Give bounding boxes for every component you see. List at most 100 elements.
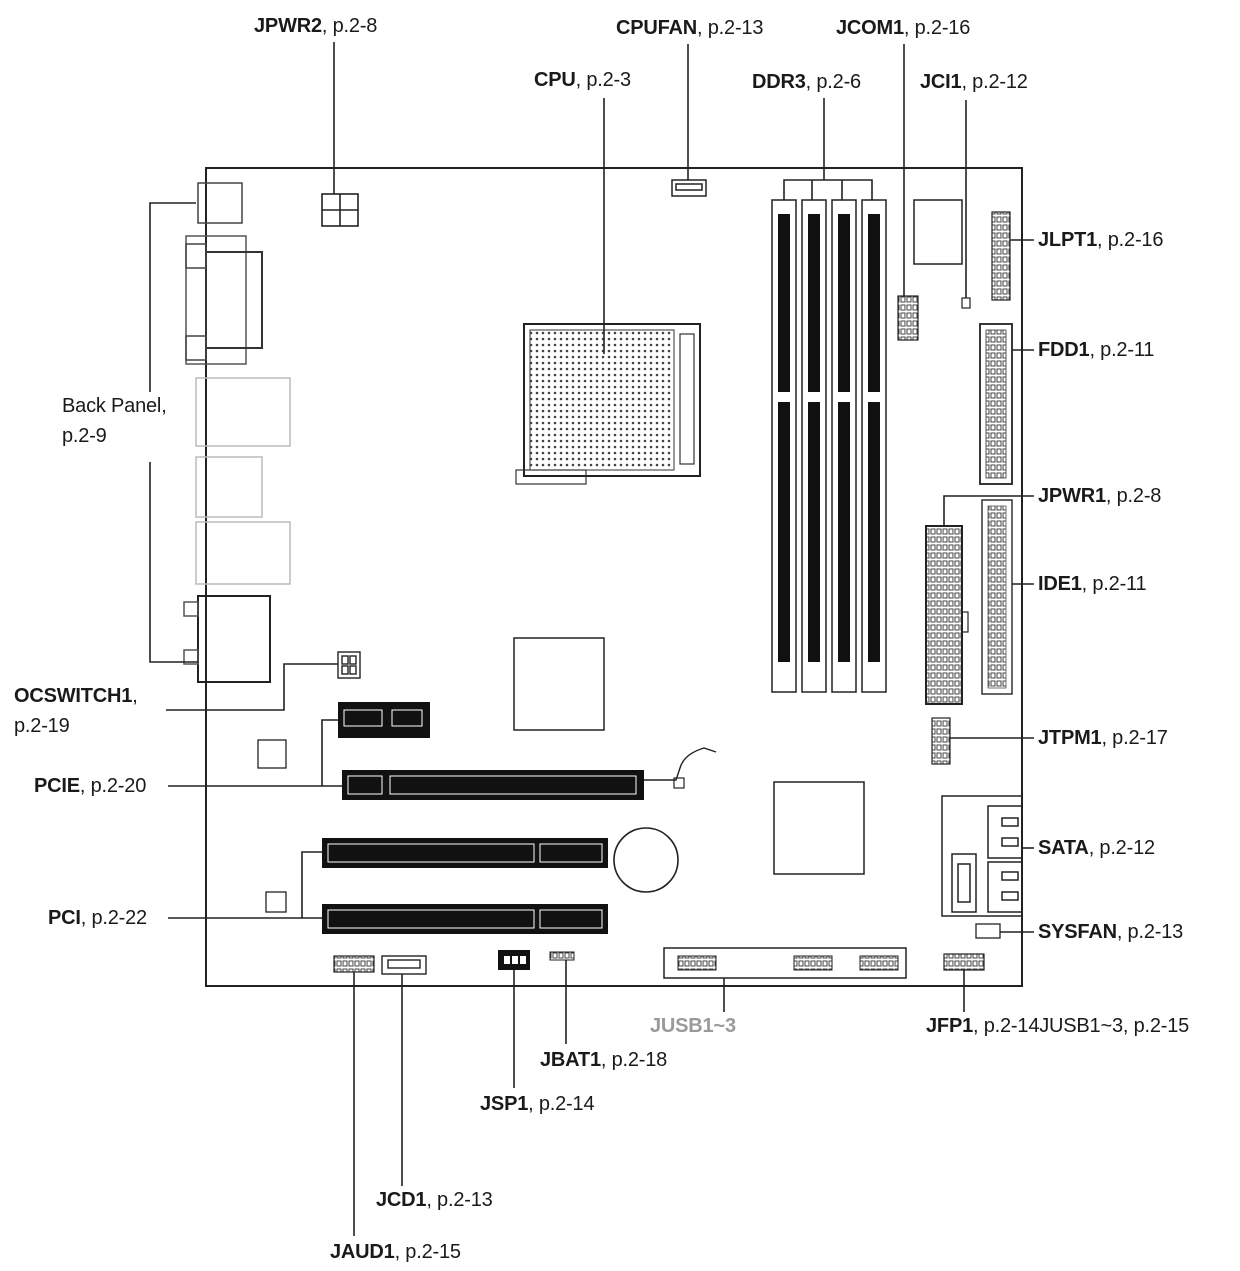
- jcom1-label: JCOM1, p.2-16: [836, 16, 970, 40]
- jtpm1-header: [931, 717, 951, 765]
- label-page: , p.2-15: [394, 1241, 461, 1263]
- jpwr2-label: JPWR2, p.2-8: [254, 14, 377, 38]
- jbat1-header: [549, 951, 575, 961]
- label-name: JCD1: [376, 1189, 427, 1211]
- pcie-x16-slot: [342, 747, 717, 800]
- sysfan-connector: [975, 923, 1001, 939]
- label-name: CPU: [534, 69, 576, 91]
- label-name: JPWR2: [254, 15, 322, 37]
- label-name: OCSWITCH1: [14, 685, 133, 707]
- label-page: , p.2-13: [426, 1189, 493, 1211]
- jaud1-label: JAUD1, p.2-15: [330, 1240, 461, 1264]
- label-page: , p.2-3: [575, 69, 632, 91]
- ide1-connector: [981, 499, 1013, 695]
- back-panel-page-label: p.2-9: [62, 424, 107, 448]
- label-name: DDR3: [752, 71, 806, 93]
- small-chip: [257, 739, 287, 769]
- label-page: ,: [132, 685, 138, 707]
- small-chip-2: [265, 891, 287, 913]
- label-page: , p.2-12: [1088, 837, 1155, 859]
- label-page: , p.2-17: [1101, 727, 1168, 749]
- label-name: JFP1: [926, 1015, 974, 1037]
- sata-connectors: [941, 795, 1023, 917]
- label-page: , p.2-18: [600, 1049, 668, 1071]
- label-page: ,: [161, 395, 167, 417]
- jcd1-connector: [381, 955, 427, 975]
- sata-label: SATA, p.2-12: [1038, 836, 1155, 860]
- ddr3-label: DDR3, p.2-6: [752, 70, 861, 94]
- jaud1-header: [333, 955, 375, 973]
- jusb-header-bar: [663, 947, 907, 979]
- jbat1-label: JBAT1, p.2-18: [540, 1048, 667, 1072]
- label-name: Back Panel: [62, 395, 162, 417]
- southbridge-chip: [773, 781, 865, 875]
- label-page: , p.2-22: [80, 907, 147, 929]
- label-name: JTPM1: [1038, 727, 1102, 749]
- label-name: PCI: [48, 907, 81, 929]
- label-name: JPWR1: [1038, 485, 1106, 507]
- label-name: SATA: [1038, 837, 1089, 859]
- jpwr1-connector: [925, 525, 969, 705]
- label-name: JLPT1: [1038, 229, 1098, 251]
- super-io-chip: [913, 199, 963, 265]
- label-page: , p.2-16: [1097, 229, 1164, 251]
- back-panel: [183, 182, 291, 683]
- ide1-label: IDE1, p.2-11: [1038, 572, 1147, 596]
- cmos-battery: [613, 827, 679, 893]
- pci-label: PCI, p.2-22: [48, 906, 147, 930]
- label-page: , p.2-14: [528, 1093, 595, 1115]
- label-name: CPUFAN: [616, 17, 698, 39]
- label-page: , p.2-20: [79, 775, 147, 797]
- sysfan-label: SYSFAN, p.2-13: [1038, 920, 1183, 944]
- ocswitch1: [337, 651, 361, 679]
- label-name: SYSFAN: [1038, 921, 1117, 943]
- label-page: , p.2-8: [1105, 485, 1162, 507]
- pcie-label: PCIE, p.2-20: [34, 774, 146, 798]
- jcom1-header: [897, 295, 919, 341]
- jfp1-label: JFP1, p.2-14JUSB1~3, p.2-15: [926, 1014, 1189, 1038]
- jci1-header: [961, 297, 971, 309]
- ddr3-slots: [771, 199, 887, 693]
- jtpm1-label: JTPM1, p.2-17: [1038, 726, 1168, 750]
- label-name: JBAT1: [540, 1049, 601, 1071]
- jsp1-label: JSP1, p.2-14: [480, 1092, 595, 1116]
- label-page: , p.2-11: [1081, 573, 1147, 595]
- cpu-label: CPU, p.2-3: [534, 68, 631, 92]
- cpufan-connector: [671, 179, 707, 197]
- cpufan-label: CPUFAN, p.2-13: [616, 16, 763, 40]
- label-name: JSP1: [480, 1093, 529, 1115]
- label-page: , p.2-6: [805, 71, 862, 93]
- label-page: p.2-9: [62, 425, 107, 447]
- jusb-label: JUSB1~3: [650, 1014, 736, 1038]
- label-page: , p.2-12: [961, 71, 1028, 93]
- label-name: IDE1: [1038, 573, 1082, 595]
- label-name: PCIE: [34, 775, 80, 797]
- jpwr1-label: JPWR1, p.2-8: [1038, 484, 1161, 508]
- pci-slots: [322, 838, 608, 934]
- label-page: , p.2-11: [1089, 339, 1155, 361]
- label-page: , p.2-8: [321, 15, 378, 37]
- label-page: , p.2-13: [1116, 921, 1184, 943]
- ocswitch1-page-label: p.2-19: [14, 714, 70, 738]
- cpu-socket: [515, 323, 701, 485]
- label-name: JUSB1~3: [650, 1015, 736, 1037]
- jci1-label: JCI1, p.2-12: [920, 70, 1028, 94]
- jlpt1-header: [991, 211, 1011, 301]
- back-panel-label: Back Panel,: [62, 394, 167, 418]
- label-name: JCI1: [920, 71, 962, 93]
- leader-lines: [149, 42, 1034, 1236]
- label-name: FDD1: [1038, 339, 1090, 361]
- label-name: JAUD1: [330, 1241, 395, 1263]
- board-outline: [205, 167, 1023, 987]
- jsp1-connector: [498, 950, 530, 970]
- fdd1-label: FDD1, p.2-11: [1038, 338, 1154, 362]
- jlpt1-label: JLPT1, p.2-16: [1038, 228, 1163, 252]
- pcie-x1-slot: [338, 702, 430, 738]
- jpwr2-connector: [321, 193, 359, 227]
- label-page: , p.2-16: [903, 17, 971, 39]
- label-name: JCOM1: [836, 17, 904, 39]
- northbridge-chip: [513, 637, 605, 731]
- fdd1-connector: [979, 323, 1013, 485]
